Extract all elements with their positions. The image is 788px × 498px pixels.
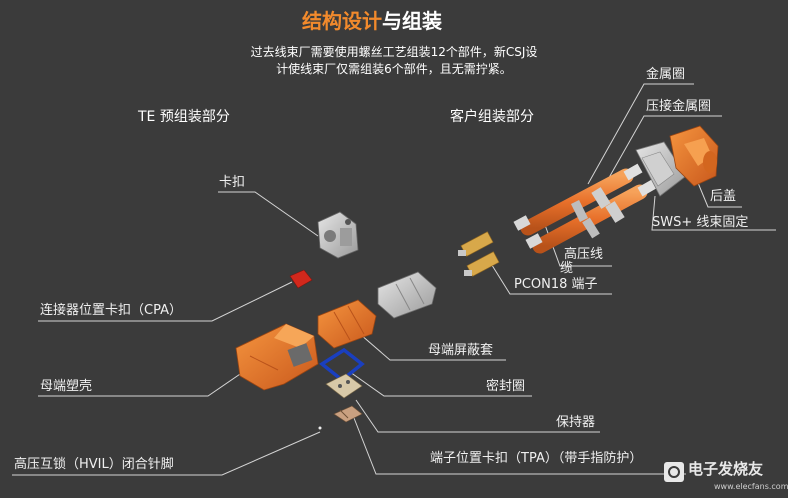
- leader-sws: [651, 195, 776, 231]
- leader-hvil: [12, 431, 321, 476]
- label-rear-cover: 后盖: [710, 189, 737, 204]
- title-rest: 与组装: [382, 9, 442, 33]
- title-accent: 结构设计: [302, 9, 382, 33]
- leader-tpa: [353, 417, 686, 475]
- leader-female-housing: [38, 369, 247, 397]
- leader-cpa: [38, 281, 293, 322]
- leader-pcon: [489, 261, 612, 295]
- label-pcon18: PCON18 端子: [514, 277, 598, 292]
- leader-retainer: [355, 399, 600, 433]
- label-clip: 卡扣: [219, 175, 246, 190]
- watermark-url: www.elecfans.com: [714, 482, 788, 491]
- leader-rear-cover: [695, 177, 742, 208]
- label-metal-ring: 金属圈: [646, 67, 686, 82]
- hv-cable-assembly: [513, 163, 657, 254]
- female-shield: [317, 299, 377, 349]
- label-tpa: 端子位置卡扣（TPA）（带手指防护）: [430, 451, 643, 466]
- label-hv-cable-line1: 高压线: [564, 247, 604, 262]
- label-female-shield: 母端屏蔽套: [428, 343, 494, 358]
- watermark-text: 电子发烧友: [688, 460, 764, 478]
- leader-seal: [349, 371, 532, 397]
- female-housing: [235, 323, 319, 391]
- page-title: 结构设计与组装: [302, 10, 442, 32]
- label-seal: 密封圈: [486, 379, 526, 394]
- label-hvil: 高压互锁（HVIL）闭合针脚: [14, 457, 174, 472]
- leader-clip: [218, 191, 319, 237]
- label-sws: SWS+ 线束固定: [652, 215, 749, 230]
- cpa-part: [289, 269, 313, 289]
- subtitle: 过去线束厂需要使用螺丝工艺组装12个部件，新CSJ设 计使线束厂仅需组装6个部件…: [0, 44, 788, 78]
- seal-ring: [318, 347, 365, 383]
- section-label-customer-assembly: 客户组装部分: [450, 109, 534, 125]
- subtitle-line-2: 计使线束厂仅需组装6个部件，且无需拧紧。: [276, 62, 512, 76]
- pcon18-terminals: [458, 231, 500, 277]
- section-label-te-preassembly: TE 预组装部分: [138, 109, 230, 125]
- label-retainer: 保持器: [556, 415, 596, 430]
- subtitle-line-1: 过去线束厂需要使用螺丝工艺组装12个部件，新CSJ设: [250, 45, 538, 59]
- leader-lines: [12, 83, 776, 476]
- leader-metal-ring: [587, 83, 694, 185]
- hvil-pin: [318, 426, 322, 430]
- label-female-housing: 母端塑壳: [40, 379, 93, 394]
- clip-part: [317, 211, 359, 259]
- watermark-logo-icon: [664, 462, 684, 482]
- leader-crimp-ring: [601, 115, 722, 191]
- rear-cover: [669, 125, 719, 187]
- grey-shield-block: [377, 271, 437, 319]
- label-crimp-ring: 压接金属圈: [646, 99, 712, 114]
- retainer-part: [325, 373, 363, 399]
- tpa-part: [333, 405, 363, 423]
- label-cpa: 连接器位置卡扣（CPA）: [40, 303, 182, 318]
- label-hv-cable-line2: 缆: [560, 261, 574, 276]
